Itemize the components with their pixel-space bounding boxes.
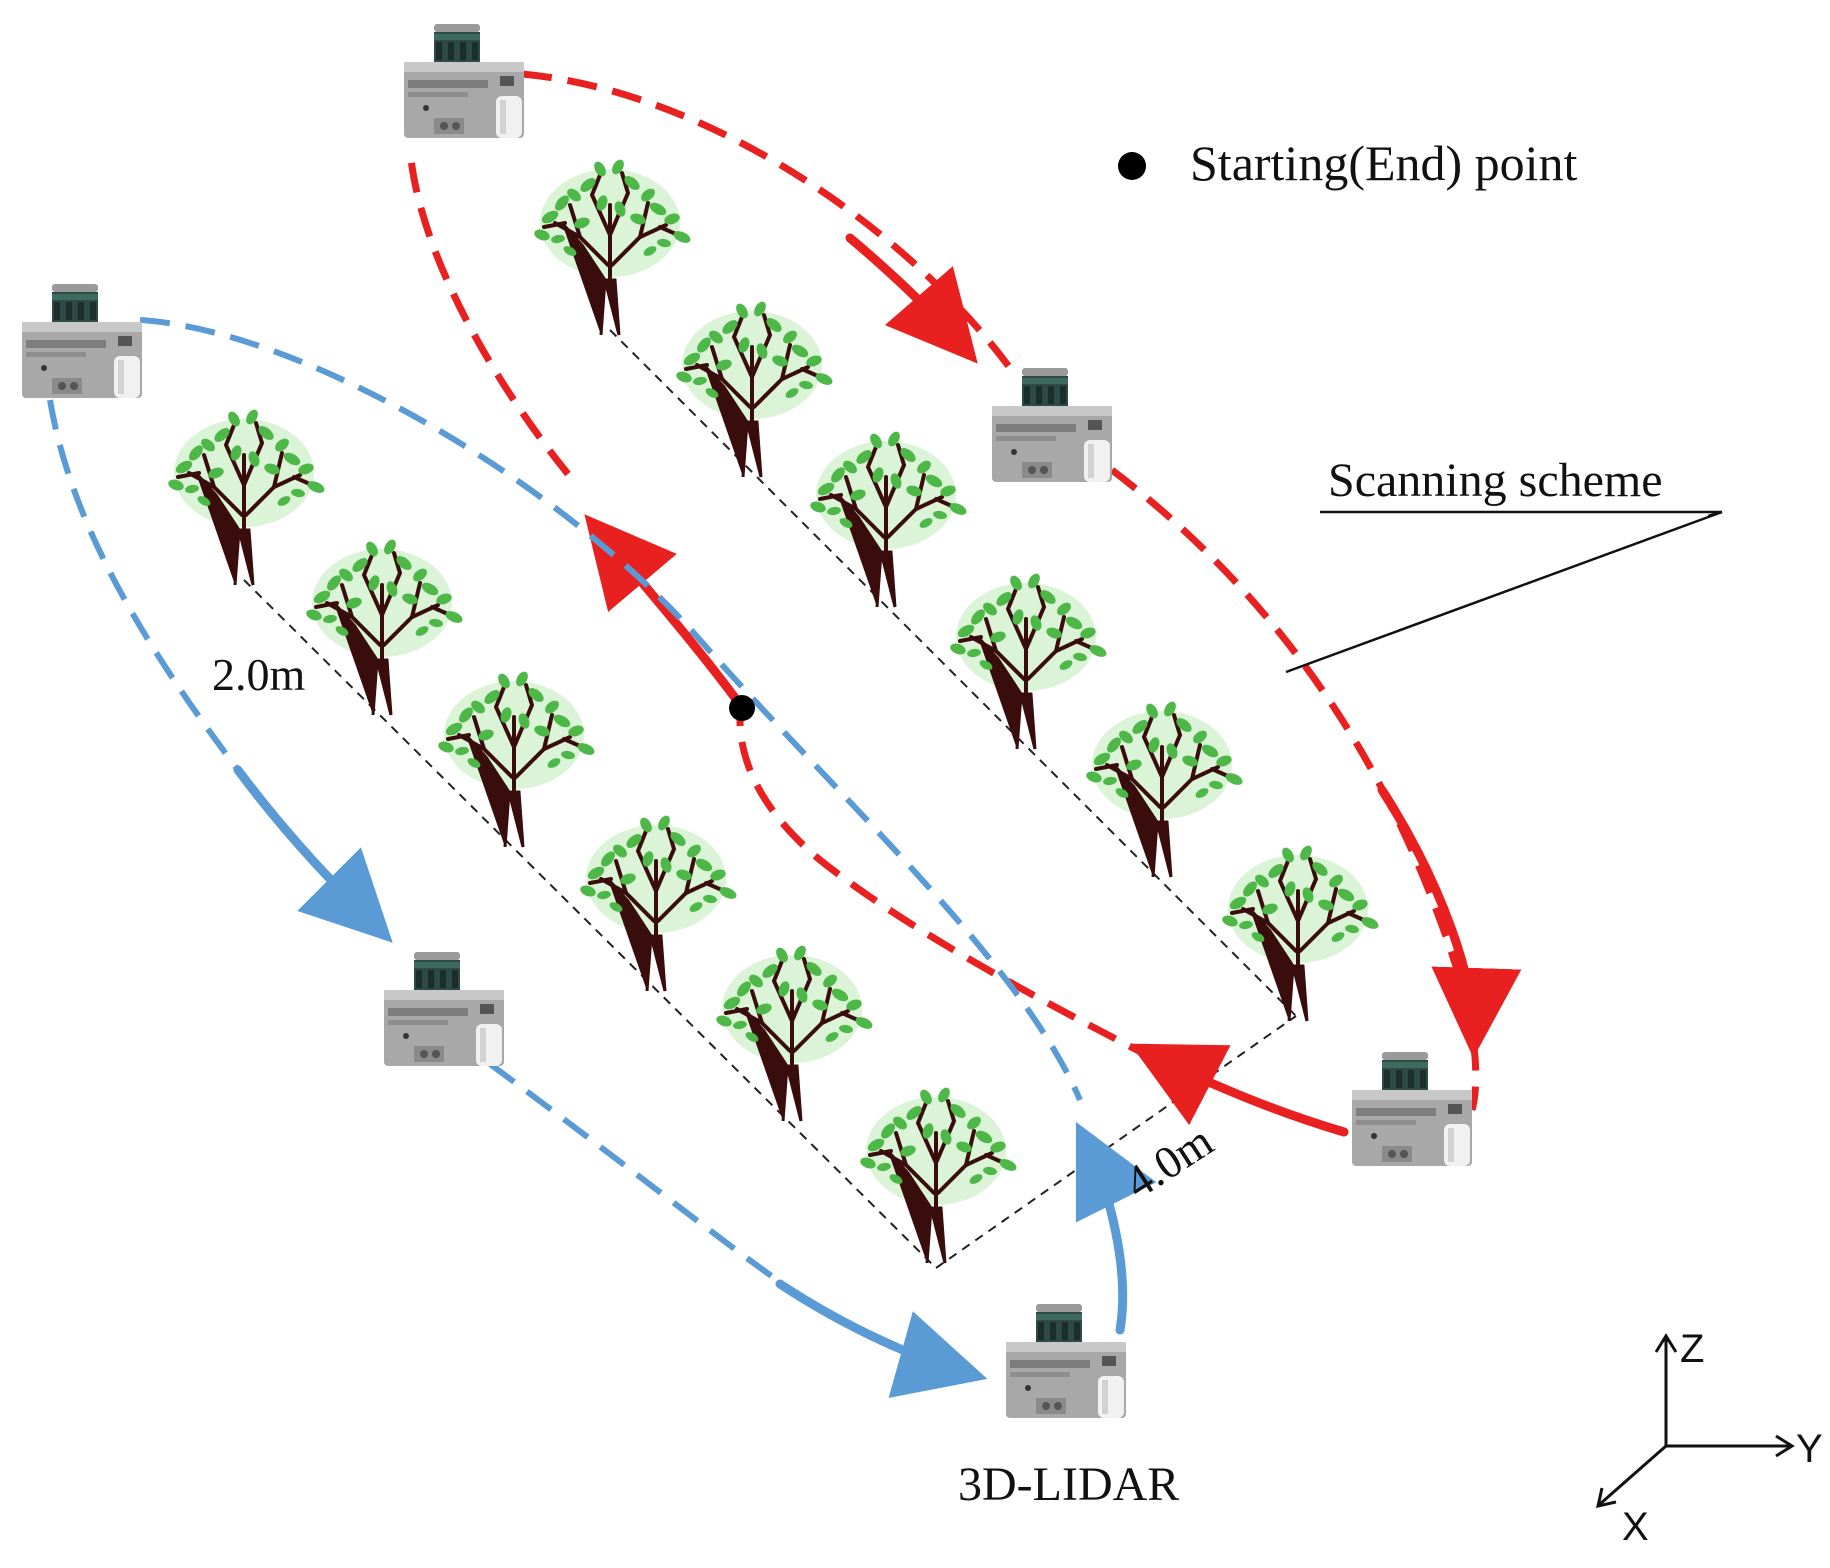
z-axis-arrowhead xyxy=(1654,1333,1678,1353)
tree-icon xyxy=(302,535,467,717)
row-spacing-label: 2.0m xyxy=(212,649,306,700)
tree-icon xyxy=(164,405,329,587)
scanning-scheme-label: Scanning scheme xyxy=(1328,454,1663,507)
blue-path-segment xyxy=(47,399,241,772)
red-path-segment xyxy=(406,149,571,477)
legend-label: Starting(End) point xyxy=(1190,135,1578,191)
red-path-segment xyxy=(521,70,1013,371)
starting-point-marker xyxy=(729,695,755,721)
y-axis-arrowhead xyxy=(1775,1434,1795,1458)
z-axis-label: Z xyxy=(1680,1327,1704,1371)
tree-icon xyxy=(530,155,695,337)
lidar-sensor-icon xyxy=(384,952,504,1066)
scanning-scheme-annotation: Scanning scheme xyxy=(1285,454,1723,674)
column-spacing-label: 4.0m xyxy=(1116,1115,1222,1209)
x-axis-label: X xyxy=(1622,1505,1649,1549)
tree-icon xyxy=(1082,697,1247,879)
coordinate-axes xyxy=(1596,1333,1795,1508)
red-arrow xyxy=(1130,1043,1349,1137)
lidar-sensor-icon xyxy=(404,24,524,138)
lidar-sensor-icon xyxy=(1006,1304,1126,1418)
lidar-sensor-icon xyxy=(992,368,1112,482)
tree-icon xyxy=(434,667,599,849)
x-axis-line xyxy=(1599,1444,1667,1506)
tree-icon xyxy=(712,941,877,1123)
tree-row-line xyxy=(243,579,937,1269)
red-arrow xyxy=(1377,785,1522,1058)
tree-icon xyxy=(576,811,741,993)
scanning-scheme-leader-red xyxy=(1285,510,1723,674)
tree-icon xyxy=(806,427,971,609)
legend: Starting(End) point xyxy=(1118,135,1578,191)
blue-scan-path xyxy=(47,317,1083,1285)
red-direction-arrows xyxy=(584,233,1522,1137)
tree-icon xyxy=(946,569,1111,751)
lidar-sensor-icon xyxy=(1352,1052,1472,1166)
tree-icon xyxy=(672,297,837,479)
scanning-scheme-leader-blue xyxy=(1707,510,1723,518)
device-label: 3D-LIDAR xyxy=(958,1458,1179,1511)
y-axis-label: Y xyxy=(1796,1427,1823,1471)
blue-arrow xyxy=(775,1279,988,1398)
blue-path-segment xyxy=(488,1061,782,1285)
blue-direction-arrows xyxy=(233,765,1157,1398)
tree-icon xyxy=(856,1083,1021,1265)
blue-arrow xyxy=(1075,1121,1157,1335)
x-axis-arrowhead xyxy=(1596,1487,1617,1508)
tree-row-line xyxy=(609,329,1297,1017)
red-arrow xyxy=(584,514,743,707)
blue-path-segment xyxy=(139,317,1083,1102)
blue-arrow xyxy=(233,765,393,943)
tree-row-lines xyxy=(243,329,1297,1269)
red-arrow xyxy=(845,233,978,364)
legend-point-icon xyxy=(1118,152,1146,180)
tree-icon xyxy=(1218,841,1383,1023)
lidar-devices xyxy=(22,24,1472,1418)
lidar-sensor-icon xyxy=(22,284,142,398)
red-path-segment xyxy=(736,719,1158,1064)
